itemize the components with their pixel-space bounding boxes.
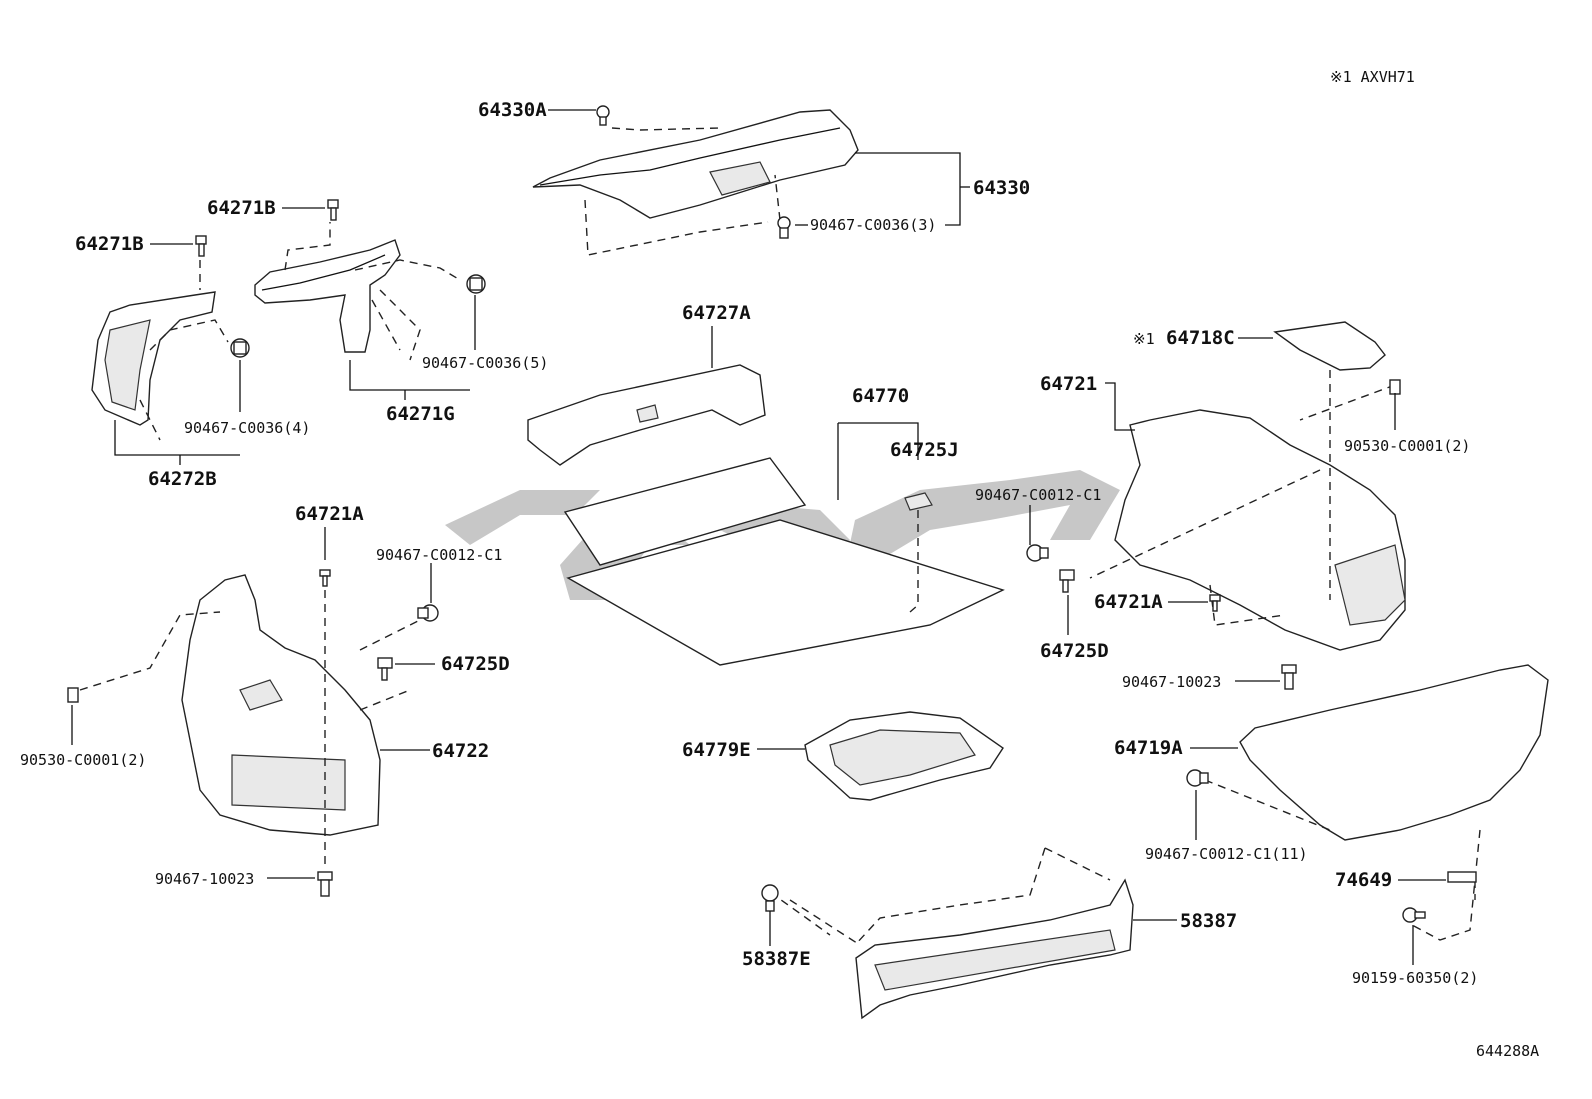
label-64725D-left[interactable]: 64725D xyxy=(441,653,510,675)
label-90467-c0012-right[interactable]: 90467-C0012-C1 xyxy=(975,486,1101,504)
clip-64271B-a[interactable] xyxy=(327,199,339,221)
part-64330-tray[interactable] xyxy=(532,109,859,219)
label-64330A[interactable]: 64330A xyxy=(478,99,547,121)
label-64271B-b[interactable]: 64271B xyxy=(75,233,144,255)
label-64718C-mark: ※1 xyxy=(1133,330,1155,348)
part-64722-trim[interactable] xyxy=(181,574,381,836)
bracket-64725D-left[interactable] xyxy=(377,657,393,681)
label-64330[interactable]: 64330 xyxy=(973,177,1030,199)
label-64718C[interactable]: 64718C xyxy=(1166,327,1235,349)
part-64271G-trim[interactable] xyxy=(254,239,401,353)
label-64725D-right[interactable]: 64725D xyxy=(1040,640,1109,662)
label-64722[interactable]: 64722 xyxy=(432,740,489,762)
clip-64721A-right[interactable] xyxy=(1209,594,1221,612)
label-64727A[interactable]: 64727A xyxy=(682,302,751,324)
clip-90467-c0012-right[interactable] xyxy=(1026,544,1049,562)
clip-90530-right[interactable] xyxy=(1389,379,1401,395)
header-note: ※1 AXVH71 xyxy=(1330,68,1415,86)
label-90530-right[interactable]: 90530-C0001(2) xyxy=(1344,437,1470,455)
label-90467-10023-left[interactable]: 90467-10023 xyxy=(155,870,254,888)
label-64770[interactable]: 64770 xyxy=(852,385,909,407)
label-64721A-left[interactable]: 64721A xyxy=(295,503,364,525)
part-64727A-panel[interactable] xyxy=(527,364,766,466)
clip-90467-c0012-11[interactable] xyxy=(1186,769,1209,787)
label-74649[interactable]: 74649 xyxy=(1335,869,1392,891)
clip-90467-10023-right[interactable] xyxy=(1281,664,1297,690)
clip-74649[interactable] xyxy=(1447,871,1477,883)
part-64272B-trim[interactable] xyxy=(91,291,216,426)
part-64721-trim[interactable] xyxy=(1114,409,1406,651)
clip-90467-c0012-left[interactable] xyxy=(417,604,439,622)
label-64271G[interactable]: 64271G xyxy=(386,403,455,425)
clip-64721A-left[interactable] xyxy=(319,569,331,587)
label-64721A-right[interactable]: 64721A xyxy=(1094,591,1163,613)
clip-90467-10023-left[interactable] xyxy=(317,871,333,897)
label-90467-c0036-5[interactable]: 90467-C0036(5) xyxy=(422,354,548,372)
clip-64330A[interactable] xyxy=(596,105,610,126)
label-90159-60350[interactable]: 90159-60350(2) xyxy=(1352,969,1478,987)
label-58387[interactable]: 58387 xyxy=(1180,910,1237,932)
clip-58387E[interactable] xyxy=(761,884,779,912)
clip-90467-c0036-4[interactable] xyxy=(230,338,250,358)
label-64721[interactable]: 64721 xyxy=(1040,373,1097,395)
clip-90467-c0036-5[interactable] xyxy=(466,274,486,294)
label-64271B-a[interactable]: 64271B xyxy=(207,197,276,219)
bracket-64725D-right[interactable] xyxy=(1059,569,1075,593)
clip-90530-left[interactable] xyxy=(67,687,79,703)
label-64272B[interactable]: 64272B xyxy=(148,468,217,490)
part-64718C-cover[interactable] xyxy=(1273,321,1386,371)
label-90467-c0012-11[interactable]: 90467-C0012-C1(11) xyxy=(1145,845,1308,863)
part-64770-mat[interactable] xyxy=(563,457,1005,666)
part-58387-scuff[interactable] xyxy=(855,878,1134,1020)
clip-90467-c0036-3[interactable] xyxy=(777,216,791,239)
label-90467-c0036-4[interactable]: 90467-C0036(4) xyxy=(184,419,310,437)
label-64779E[interactable]: 64779E xyxy=(682,739,751,761)
label-90467-c0012-left[interactable]: 90467-C0012-C1 xyxy=(376,546,502,564)
label-90530-left[interactable]: 90530-C0001(2) xyxy=(20,751,146,769)
label-58387E[interactable]: 58387E xyxy=(742,948,811,970)
bolt-90159-60350[interactable] xyxy=(1402,907,1426,923)
label-90467-c0036-3[interactable]: 90467-C0036(3) xyxy=(810,216,936,234)
label-64725J[interactable]: 64725J xyxy=(890,439,959,461)
label-64719A[interactable]: 64719A xyxy=(1114,737,1183,759)
part-64779E-tray[interactable] xyxy=(804,711,1004,801)
label-90467-10023-right[interactable]: 90467-10023 xyxy=(1122,673,1221,691)
clip-64271B-b[interactable] xyxy=(195,235,207,257)
part-64719A-trim[interactable] xyxy=(1239,664,1549,841)
footer-code: 644288A xyxy=(1476,1042,1539,1060)
